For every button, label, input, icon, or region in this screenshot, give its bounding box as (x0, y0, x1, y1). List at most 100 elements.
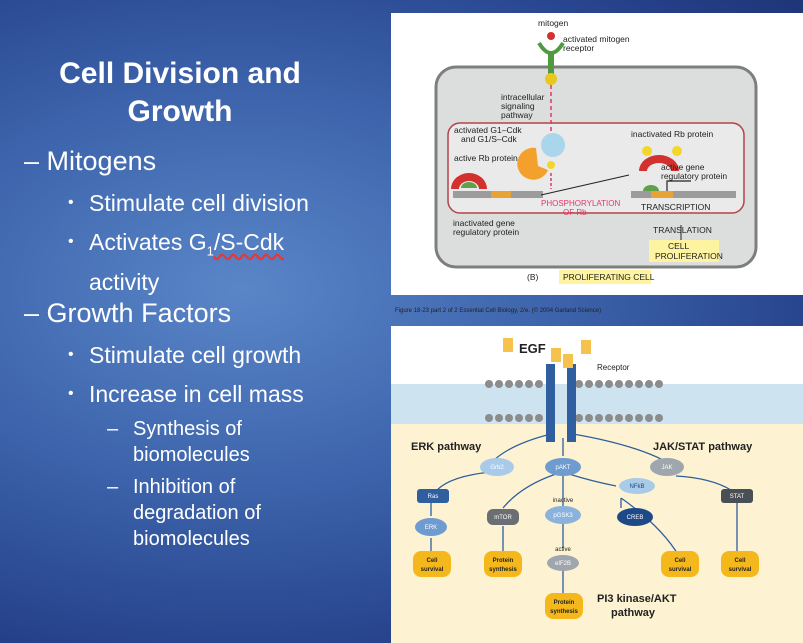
svg-text:mitogen: mitogen (538, 18, 569, 28)
svg-text:eIF2B: eIF2B (555, 561, 571, 567)
nucleus (447, 122, 745, 214)
cell-survival-box-3 (721, 551, 759, 577)
mitogens-label: Mitogens (46, 146, 157, 176)
receptor-base (545, 73, 557, 85)
bullet-dot: • (68, 233, 74, 250)
svg-text:pGSK3: pGSK3 (553, 513, 573, 519)
bullet-dot: • (68, 385, 74, 402)
nfkb-node (619, 478, 655, 494)
heading-mitogens: – Mitogens (24, 146, 156, 177)
cdk-shape (517, 147, 548, 180)
svg-text:active Rb protein: active Rb protein (454, 153, 518, 163)
svg-text:(B): (B) (527, 272, 539, 282)
svg-text:survival: survival (669, 567, 692, 573)
svg-text:PROLIFERATION: PROLIFERATION (655, 251, 723, 261)
svg-text:Protein: Protein (554, 600, 575, 606)
svg-text:signaling: signaling (501, 101, 535, 111)
svg-text:JAK/STAT pathway: JAK/STAT pathway (653, 441, 753, 453)
ras-node (417, 489, 449, 503)
svg-text:NFkB: NFkB (630, 484, 645, 490)
activates-g: Activates G (89, 229, 207, 255)
g-subscript: 1 (206, 243, 214, 259)
svg-text:and G1/S–Cdk: and G1/S–Cdk (461, 134, 518, 144)
bullet-text: Stimulate cell growth (89, 342, 302, 368)
mitogen-dot (547, 32, 555, 40)
figure-caption: Figure 18-23 part 2 of 2 Essential Cell … (395, 308, 602, 314)
slide-text-panel: Cell Division and Growth – Mitogens • St… (0, 0, 390, 643)
svg-text:PROLIFERATING CELL: PROLIFERATING CELL (563, 272, 655, 282)
svg-text:pathway: pathway (501, 110, 533, 120)
svg-text:CREB: CREB (627, 515, 644, 521)
slide-title: Cell Division and Growth (59, 57, 301, 128)
figure-egf-pathways: EGF ERK pathway JAK/STAT pathway PI3 kin… (391, 326, 803, 643)
svg-text:pAKT: pAKT (555, 465, 570, 471)
eif2b-node (547, 555, 579, 571)
svg-text:synthesis: synthesis (489, 567, 517, 573)
pakt-node (545, 458, 581, 476)
svg-text:ERK: ERK (425, 525, 437, 531)
receptor-shape (537, 41, 565, 55)
active-rb-shape (451, 173, 487, 189)
svg-text:Ras: Ras (428, 494, 439, 500)
inactivated-rb-shape (639, 155, 679, 171)
svg-text:ERK pathway: ERK pathway (411, 441, 482, 453)
bullet-dot: • (68, 346, 74, 363)
svg-text:mTOR: mTOR (494, 515, 512, 521)
svg-text:regulatory protein: regulatory protein (661, 171, 727, 181)
jak-node (650, 458, 684, 476)
svg-text:survival: survival (729, 567, 752, 573)
svg-text:Protein: Protein (493, 558, 514, 564)
protein-synthesis-box-1 (484, 551, 522, 577)
svg-text:CELL: CELL (668, 241, 690, 251)
svg-text:inactivated gene: inactivated gene (453, 218, 515, 228)
bullet-dot: • (68, 194, 74, 211)
svg-text:Cell: Cell (734, 558, 745, 564)
svg-text:EGF: EGF (519, 341, 546, 356)
proliferation-box (649, 240, 719, 262)
growth-factors-label: Growth Factors (46, 298, 232, 328)
figure-proliferating-cell: mitogen activated mitogen receptor intra… (391, 13, 803, 295)
cell-survival-box-2 (661, 551, 699, 577)
creb-node (617, 508, 653, 526)
erk-node (415, 518, 447, 536)
svg-text:regulatory protein: regulatory protein (453, 227, 519, 237)
svg-text:OF Rb: OF Rb (563, 208, 587, 217)
grb2-node (480, 458, 514, 476)
svg-text:Cell: Cell (426, 558, 437, 564)
s-cdk-text: /S-Cdk (213, 229, 285, 255)
bullet-text: Activates G1/S-Cdk activity (89, 227, 379, 297)
stat-node (721, 489, 753, 503)
cell-survival-box-1 (413, 551, 451, 577)
activity-text: activity (89, 268, 160, 295)
receptor-bar-right (567, 364, 576, 442)
mtor-node (487, 509, 519, 525)
svg-text:receptor: receptor (563, 43, 594, 53)
svg-text:active gene: active gene (661, 162, 705, 172)
protein-synthesis-box-2 (545, 593, 583, 619)
svg-text:Cell: Cell (674, 558, 685, 564)
svg-text:inactivated Rb protein: inactivated Rb protein (631, 129, 713, 139)
svg-text:Receptor: Receptor (597, 363, 630, 372)
dash: – (24, 146, 40, 176)
heading-growth-factors: – Growth Factors (24, 298, 231, 329)
svg-text:PI3 kinase/AKT: PI3 kinase/AKT (597, 593, 677, 605)
svg-text:intracellular: intracellular (501, 92, 545, 102)
svg-text:Grb2: Grb2 (490, 465, 504, 471)
svg-text:pathway: pathway (611, 607, 656, 619)
dash: – (24, 298, 40, 328)
receptor-bar-left (546, 364, 555, 442)
svg-text:JAK: JAK (661, 465, 672, 471)
receptor-stem (548, 53, 554, 77)
svg-text:STAT: STAT (730, 494, 745, 500)
label-box (559, 270, 651, 284)
bullet-text: Stimulate cell division (89, 190, 309, 216)
svg-text:PHOSPHORYLATION: PHOSPHORYLATION (541, 199, 621, 208)
dna-right (631, 191, 736, 198)
dash: – (107, 476, 119, 498)
svg-text:TRANSCRIPTION: TRANSCRIPTION (641, 202, 710, 212)
svg-text:synthesis: synthesis (550, 609, 578, 615)
cyclin-shape (541, 133, 565, 157)
bullet-text: Increase in cell mass (89, 381, 304, 407)
